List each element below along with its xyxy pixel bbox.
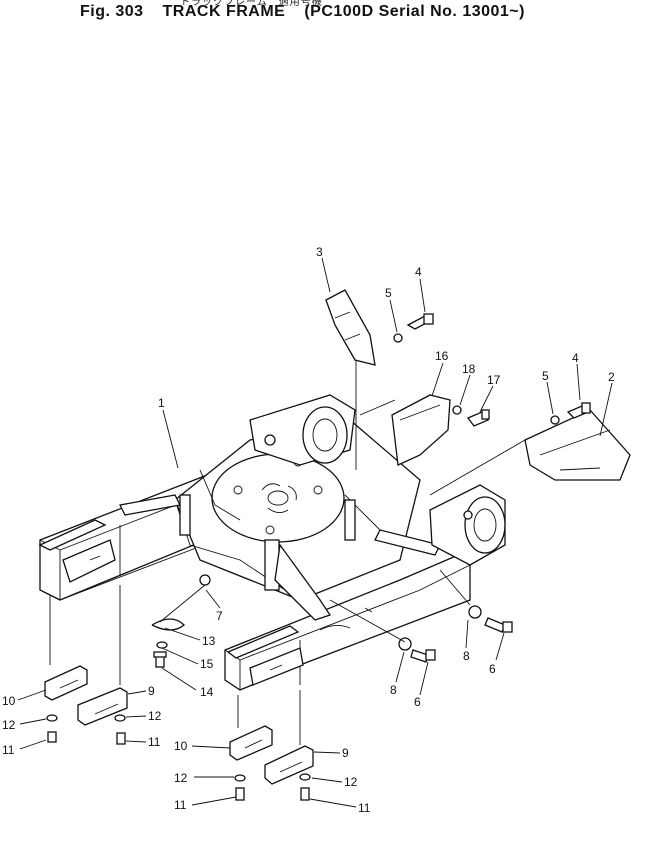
idler-housing-rear (249, 394, 356, 466)
guard-9-front (264, 745, 314, 785)
callout-11-front-a: 11 (174, 798, 187, 812)
callout-17: 17 (487, 373, 501, 387)
callout-1: 1 (158, 396, 165, 410)
cover-2 (524, 409, 631, 481)
shim-13 (151, 618, 185, 631)
callout-9-front: 9 (342, 746, 349, 760)
callout-2: 2 (608, 370, 615, 384)
callout-13: 13 (202, 634, 216, 648)
callout-11-left-b: 11 (148, 735, 161, 749)
callout-numbers: 1 2 3 4 4 5 5 6 6 7 8 8 9 9 10 10 11 11 … (2, 245, 615, 815)
idler-housing-front (429, 484, 506, 566)
callout-11-front-b: 11 (358, 801, 371, 815)
figure-number: Fig. 303 (80, 3, 144, 20)
bolt-17 (466, 409, 490, 427)
assembly-lines (49, 360, 526, 745)
callout-6-right: 6 (489, 662, 496, 676)
washer-8-right (468, 605, 482, 619)
callout-leaders (17, 257, 613, 808)
guard-10-front (229, 725, 273, 761)
callout-16: 16 (435, 349, 449, 363)
callout-3: 3 (316, 245, 323, 259)
washer-5-right (550, 415, 560, 425)
callout-4-right: 4 (572, 351, 579, 365)
callout-8-right: 8 (463, 649, 470, 663)
japanese-caption: トラックフレーム 適用号機 (180, 0, 323, 8)
callout-4-upper: 4 (415, 265, 422, 279)
callout-18: 18 (462, 362, 476, 376)
callout-5-right: 5 (542, 369, 549, 383)
callout-7: 7 (216, 609, 223, 623)
center-frame (119, 419, 441, 631)
cover-3 (325, 289, 376, 366)
right-side-frame (224, 549, 471, 691)
callout-12-front-b: 12 (344, 775, 358, 789)
callout-6-mid: 6 (414, 695, 421, 709)
guard-9-left (77, 687, 128, 726)
figure-title-bar: トラックフレーム 適用号機 Fig. 303 TRACK FRAME (PC10… (80, 0, 539, 21)
callout-11-left-a: 11 (2, 743, 15, 757)
washer-8-mid (398, 637, 412, 651)
washer-18 (452, 405, 462, 415)
callout-15: 15 (200, 657, 214, 671)
cover-16 (391, 394, 451, 466)
callout-12-left-b: 12 (148, 709, 162, 723)
callout-12-front-a: 12 (174, 771, 188, 785)
callout-10-left: 10 (2, 694, 16, 708)
callout-8-mid: 8 (390, 683, 397, 697)
figure-subtitle: (PC100D Serial No. 13001~) (304, 3, 525, 20)
washer-5-upper (393, 333, 403, 343)
bolt-14 (153, 651, 167, 668)
callout-9-left: 9 (148, 684, 155, 698)
bolt-6-right (484, 617, 513, 633)
callout-12-left-a: 12 (2, 718, 16, 732)
figure-title: TRACK FRAME (162, 3, 286, 20)
bolt-4-upper (406, 313, 434, 330)
callout-10-front: 10 (174, 739, 188, 753)
bolt-4-right (566, 402, 591, 419)
bolt-6-mid (410, 649, 436, 663)
washer-15 (156, 641, 168, 649)
callout-5-upper: 5 (385, 286, 392, 300)
callout-14: 14 (200, 685, 214, 699)
guard-10-left (44, 665, 88, 701)
bolts-11-washers-12 (46, 714, 311, 801)
